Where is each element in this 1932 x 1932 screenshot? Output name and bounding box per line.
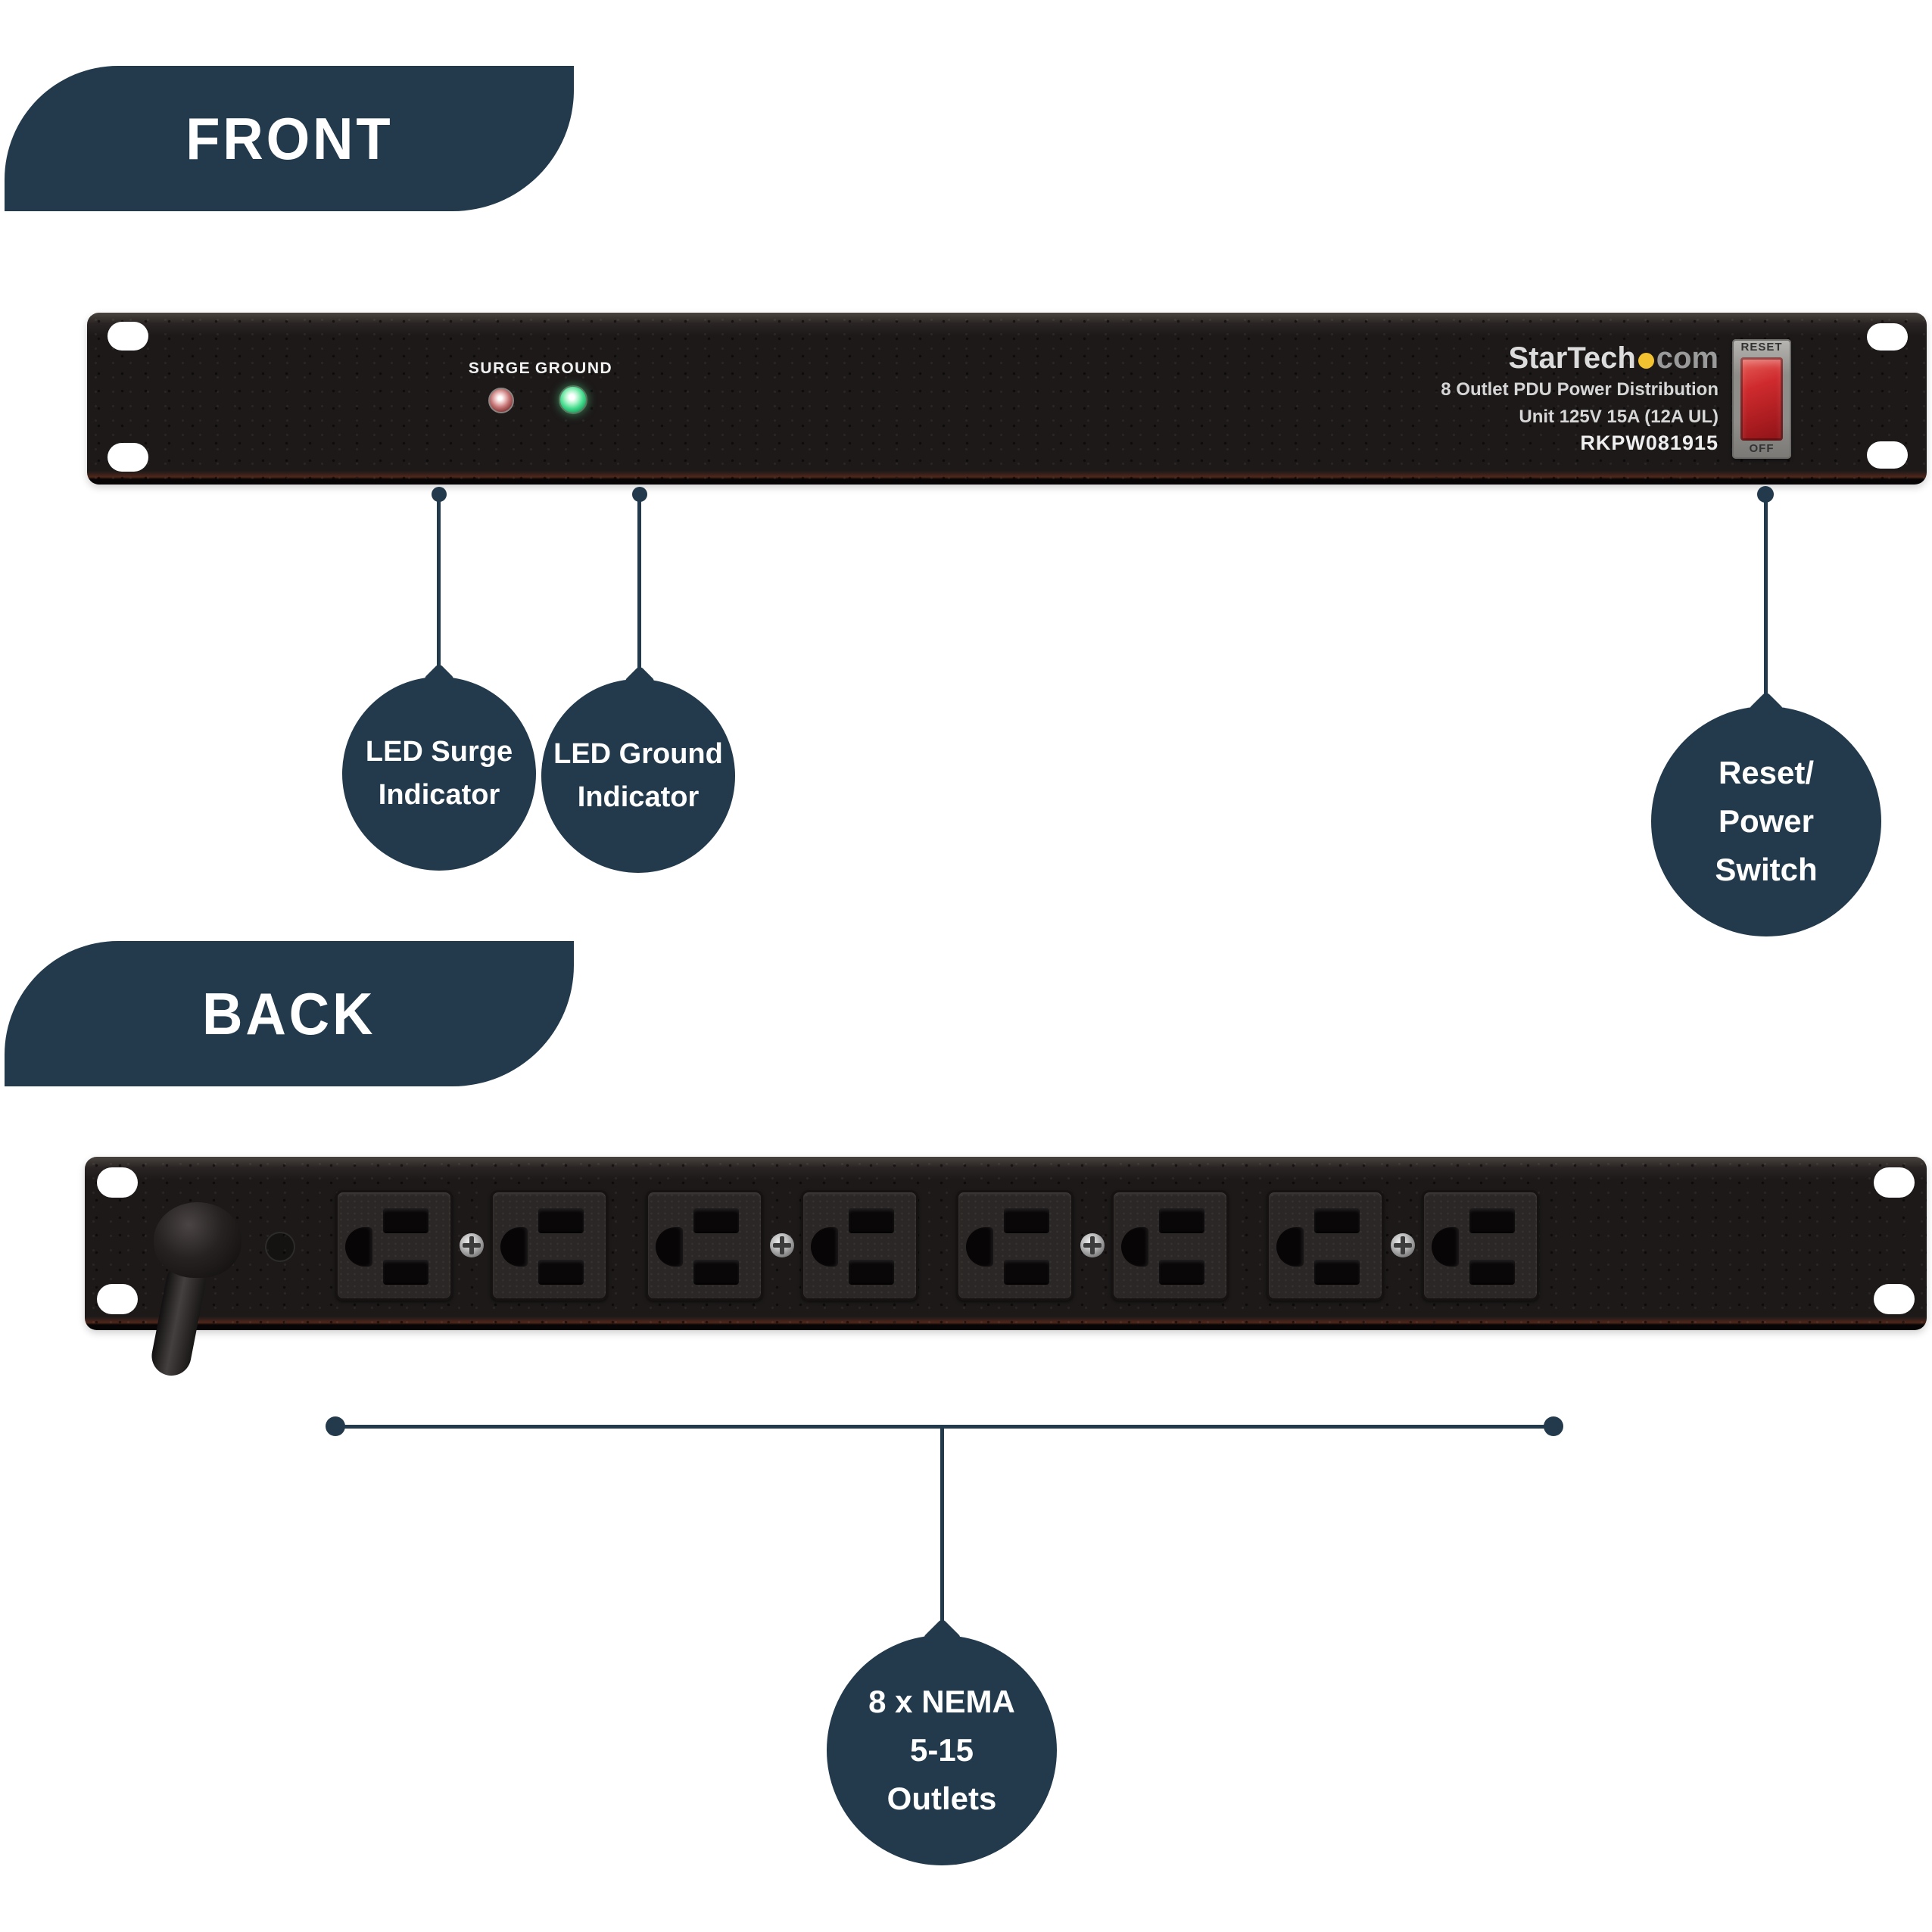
switch-off-label: OFF <box>1749 442 1775 455</box>
outlet-blade-slot <box>1159 1260 1204 1285</box>
outlet-blade-slot <box>383 1208 428 1233</box>
nema-5-15-outlet <box>1267 1190 1384 1301</box>
callout-text: Power <box>1718 803 1815 839</box>
pdu-front-panel: SURGE GROUND StarTech com 8 Outlet PDU Po… <box>87 313 1927 485</box>
bracket-line <box>335 1425 1553 1429</box>
ground-led-label: GROUND <box>534 360 613 377</box>
print-line-1: 8 Outlet PDU Power Distribution <box>1441 379 1719 400</box>
outlet-blade-slot <box>1314 1260 1360 1285</box>
callout-text: LED Surge <box>365 736 513 768</box>
front-section-banner: FRONT <box>5 66 574 211</box>
outlet-ground-hole <box>500 1227 528 1267</box>
screw-slot <box>1401 1236 1405 1254</box>
callout-led-surge: LED Surge Indicator <box>342 677 536 871</box>
front-print-block: StarTech com 8 Outlet PDU Power Distribut… <box>1441 341 1719 457</box>
back-section-banner: BACK <box>5 941 574 1086</box>
phillips-screw <box>1080 1233 1105 1257</box>
nema-5-15-outlet <box>801 1190 918 1301</box>
outlet-blade-slot <box>693 1260 739 1285</box>
screw-slot <box>469 1236 474 1254</box>
nema-5-15-outlet <box>1111 1190 1229 1301</box>
phillips-screw <box>1391 1233 1415 1257</box>
startech-logo-com: com <box>1656 341 1719 375</box>
callout-text: Outlets <box>887 1781 997 1816</box>
model-number: RKPW081915 <box>1580 432 1719 454</box>
screw-slot <box>780 1236 784 1254</box>
outlet-blade-slot <box>849 1260 894 1285</box>
phillips-screw <box>460 1233 484 1257</box>
pdu-back-panel <box>85 1157 1927 1379</box>
panel-indent <box>265 1232 295 1262</box>
outlet-ground-hole <box>811 1227 838 1267</box>
rack-mount-hole <box>1867 323 1908 351</box>
rack-mount-hole <box>97 1167 138 1198</box>
outlet-ground-hole <box>1432 1227 1459 1267</box>
outlet-blade-slot <box>693 1208 739 1233</box>
nema-5-15-outlet <box>956 1190 1074 1301</box>
phillips-screw <box>770 1233 794 1257</box>
outlet-ground-hole <box>345 1227 372 1267</box>
switch-rocker <box>1740 357 1783 441</box>
power-cord-strain-relief <box>154 1202 242 1278</box>
callout-line <box>437 492 441 681</box>
outlet-blade-slot <box>1314 1208 1360 1233</box>
ground-led-indicator <box>559 385 587 414</box>
outlet-ground-hole <box>1276 1227 1304 1267</box>
surge-led-indicator <box>488 388 514 413</box>
outlet-blade-slot <box>1004 1260 1049 1285</box>
callout-text: Indicator <box>378 779 500 811</box>
callout-text: 5-15 <box>909 1732 974 1768</box>
outlet-ground-hole <box>966 1227 993 1267</box>
callout-line <box>1764 492 1768 709</box>
callout-text: Reset/ <box>1718 755 1815 790</box>
nema-5-15-outlet <box>646 1190 763 1301</box>
rack-mount-hole <box>108 443 148 472</box>
surge-led-label: SURGE <box>468 360 531 377</box>
callout-led-ground: LED Ground Indicator <box>541 679 735 873</box>
rack-mount-hole <box>108 322 148 351</box>
outlet-blade-slot <box>1469 1208 1515 1233</box>
outlet-blade-slot <box>538 1208 584 1233</box>
callout-text: LED Ground <box>553 738 723 770</box>
callout-reset-switch: Reset/ Power Switch <box>1651 706 1881 936</box>
nema-5-15-outlet <box>335 1190 453 1301</box>
startech-logo: StarTech com <box>1441 341 1719 375</box>
outlet-blade-slot <box>383 1260 428 1285</box>
outlet-blade-slot <box>1159 1208 1204 1233</box>
outlet-blade-slot <box>849 1208 894 1233</box>
switch-reset-label: RESET <box>1740 341 1783 354</box>
outlet-ground-hole <box>1121 1227 1148 1267</box>
rack-mount-hole <box>1874 1167 1915 1198</box>
startech-logo-dot-icon <box>1638 353 1654 369</box>
callout-line <box>940 1426 944 1640</box>
outlet-blade-slot <box>1004 1208 1049 1233</box>
front-banner-label: FRONT <box>185 104 394 172</box>
screw-slot <box>1090 1236 1095 1254</box>
rack-mount-hole <box>1874 1284 1915 1314</box>
outlet-ground-hole <box>656 1227 683 1267</box>
rack-mount-hole <box>97 1284 138 1314</box>
outlet-blade-slot <box>1469 1260 1515 1285</box>
rack-mount-hole <box>1867 441 1908 469</box>
callout-nema-outlets: 8 x NEMA 5-15 Outlets <box>827 1635 1057 1865</box>
nema-5-15-outlet <box>1422 1190 1539 1301</box>
callout-text: Indicator <box>577 781 700 813</box>
nema-5-15-outlet <box>491 1190 608 1301</box>
print-line-2: Unit 125V 15A (12A UL) <box>1519 407 1719 427</box>
startech-logo-text: StarTech <box>1508 341 1636 375</box>
outlet-blade-slot <box>538 1260 584 1285</box>
back-banner-label: BACK <box>202 980 376 1047</box>
reset-power-switch: RESET OFF <box>1732 339 1791 459</box>
callout-text: 8 x NEMA <box>868 1684 1015 1719</box>
callout-line <box>637 492 641 684</box>
callout-text: Switch <box>1715 852 1818 887</box>
